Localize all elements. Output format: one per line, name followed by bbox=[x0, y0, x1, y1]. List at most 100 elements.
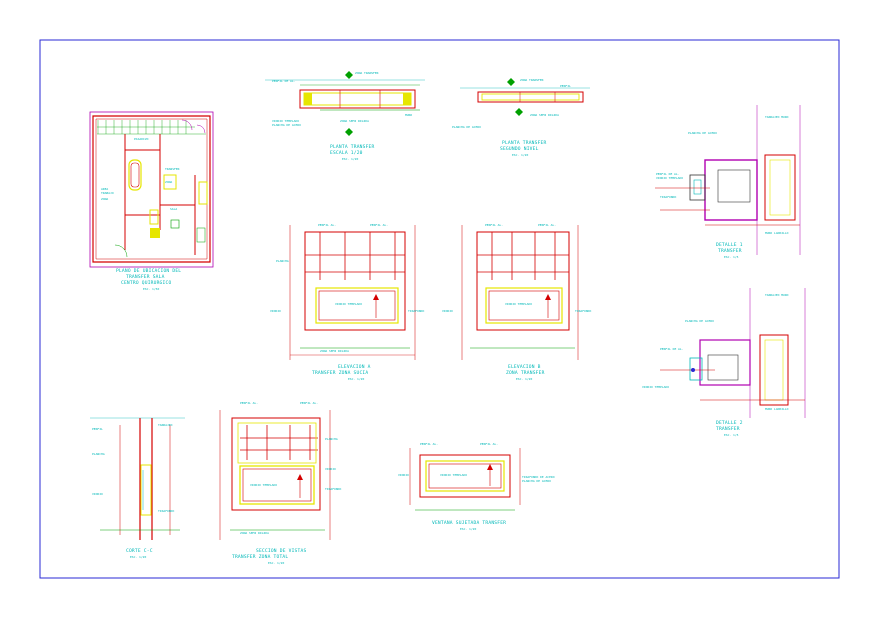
svg-text:VIDRIO: VIDRIO bbox=[92, 492, 103, 496]
svg-text:PLANCHA: PLANCHA bbox=[325, 437, 338, 441]
svg-text:PERFIL AL.: PERFIL AL. bbox=[300, 401, 318, 405]
svg-text:PLANCHA: PLANCHA bbox=[276, 259, 289, 263]
svg-text:PERFIL AL.: PERFIL AL. bbox=[480, 442, 498, 446]
svg-text:TARRAJEO MURO: TARRAJEO MURO bbox=[765, 115, 789, 119]
svg-text:TRANSFER: TRANSFER bbox=[165, 167, 180, 171]
svg-text:PERFIL: PERFIL bbox=[92, 427, 103, 431]
section-c-title: CORTE C-C bbox=[126, 548, 153, 554]
svg-text:ZONA: ZONA bbox=[165, 180, 172, 184]
window-transfer: PERFIL AL. PERFIL AL. VIDRIO TEMPLADO TI… bbox=[398, 442, 555, 531]
section-c-scale: ESC. 1/20 bbox=[130, 555, 146, 559]
plan-transfer-lower: ZONA TRANSFER PERFIL PLANCHA DE ACERO ZO… bbox=[452, 78, 590, 157]
svg-text:MURO: MURO bbox=[405, 113, 412, 117]
plan-lower-scale: ESC. 1/20 bbox=[512, 153, 528, 157]
svg-text:VIDRIO TEMPLADO: VIDRIO TEMPLADO bbox=[335, 302, 362, 306]
svg-text:VIDRIO: VIDRIO bbox=[270, 309, 281, 313]
detail-2-title-2: TRANSFER bbox=[716, 426, 740, 432]
svg-text:PLANCHA DE ACERO: PLANCHA DE ACERO bbox=[452, 125, 481, 129]
svg-text:VIDRIO TEMPLADO: VIDRIO TEMPLADO bbox=[272, 119, 299, 123]
svg-text:ZONA SEMI RIGIDA: ZONA SEMI RIGIDA bbox=[530, 113, 559, 117]
svg-text:PERFIL: PERFIL bbox=[560, 84, 571, 88]
detail-1-title-1: DETALLE 1 bbox=[716, 242, 743, 248]
svg-text:TIRAFONDO: TIRAFONDO bbox=[158, 509, 174, 513]
svg-text:PLANCHA DE ACERO: PLANCHA DE ACERO bbox=[272, 123, 301, 127]
svg-text:TRABAJO: TRABAJO bbox=[101, 191, 114, 195]
location-plan-title-1: PLANO DE UBICACION DEL bbox=[116, 268, 181, 274]
location-plan: AREA TRABAJO TRANSFER ZONA SALA PASADIZO… bbox=[89, 111, 214, 291]
window-transfer-scale: ESC. 1/20 bbox=[460, 527, 476, 531]
svg-text:ZONA SEMI RIGIDA: ZONA SEMI RIGIDA bbox=[240, 531, 269, 535]
svg-text:VIDRIO TEMPLADO: VIDRIO TEMPLADO bbox=[250, 483, 277, 487]
svg-text:TIRAFONDO: TIRAFONDO bbox=[325, 487, 341, 491]
elevation-b-title-2: ZONA TRANSFER bbox=[506, 370, 545, 376]
plan-upper-scale: ESC. 1/20 bbox=[342, 157, 358, 161]
svg-text:TIRAFONDO: TIRAFONDO bbox=[575, 309, 591, 313]
svg-text:AREA: AREA bbox=[101, 187, 108, 191]
detail-1-scale: ESC. 1/5 bbox=[724, 255, 739, 259]
svg-text:VIDRIO TEMPLADO: VIDRIO TEMPLADO bbox=[656, 176, 683, 180]
svg-text:MURO LADRILLO: MURO LADRILLO bbox=[765, 231, 789, 235]
svg-text:VIDRIO TEMPLADO: VIDRIO TEMPLADO bbox=[505, 302, 532, 306]
detail-1: PERFIL DE AL. VIDRIO TEMPLADO TIRAFONDO … bbox=[655, 105, 801, 259]
svg-text:ZONA SEMI RIGIDA: ZONA SEMI RIGIDA bbox=[340, 119, 369, 123]
svg-text:TARRAJEO MURO: TARRAJEO MURO bbox=[765, 293, 789, 297]
location-plan-title-2: TRANSFER SALA bbox=[126, 274, 165, 280]
elevation-b-title-1: ELEVACION B bbox=[508, 364, 541, 370]
svg-text:ZONA: ZONA bbox=[101, 197, 108, 201]
elevation-a: PERFIL AL. PERFIL AL. PLANCHA VIDRIO VID… bbox=[270, 223, 424, 381]
svg-text:PERFIL DE AL.: PERFIL DE AL. bbox=[656, 172, 680, 176]
elevation-a-title-2: TRANSFER ZONA SUCIA bbox=[312, 370, 368, 376]
plan-lower-title-2: SEGUNDO NIVEL bbox=[500, 146, 539, 152]
svg-text:PERFIL AL.: PERFIL AL. bbox=[240, 401, 258, 405]
detail-2: PERFIL DE AL. VIDRIO TEMPLADO PLANCHA DE… bbox=[642, 288, 806, 437]
location-plan-frame bbox=[89, 111, 214, 268]
sheet-border bbox=[39, 39, 840, 579]
svg-text:PERFIL AL.: PERFIL AL. bbox=[420, 442, 438, 446]
svg-text:PASADIZO: PASADIZO bbox=[134, 137, 149, 141]
detail-2-title-1: DETALLE 2 bbox=[716, 420, 743, 426]
plan-upper-title-2: ESCALA 1/20 bbox=[330, 150, 363, 156]
section-d-scale: ESC. 1/20 bbox=[268, 561, 284, 565]
location-plan-title-3: CENTRO QUIRURGICO bbox=[121, 280, 171, 286]
svg-text:ZONA TRANSFER: ZONA TRANSFER bbox=[520, 78, 544, 82]
svg-text:PERFIL AL.: PERFIL AL. bbox=[485, 223, 503, 227]
svg-text:TIRAFONDO DE ACERO: TIRAFONDO DE ACERO bbox=[522, 475, 555, 479]
svg-text:PERFIL AL.: PERFIL AL. bbox=[318, 223, 336, 227]
svg-text:TIRAFONDO: TIRAFONDO bbox=[408, 309, 424, 313]
plan-lower-title-1: PLANTA TRANSFER bbox=[502, 140, 547, 146]
svg-text:VIDRIO: VIDRIO bbox=[442, 309, 453, 313]
svg-text:VIDRIO TEMPLADO: VIDRIO TEMPLADO bbox=[440, 473, 467, 477]
svg-text:PERFIL DE AL.: PERFIL DE AL. bbox=[660, 347, 684, 351]
svg-text:PLANCHA: PLANCHA bbox=[92, 452, 105, 456]
svg-text:PLANCHA DE ACERO: PLANCHA DE ACERO bbox=[685, 319, 714, 323]
svg-text:PLANCHA DE ACERO: PLANCHA DE ACERO bbox=[522, 479, 551, 483]
svg-text:ZONA TRANSFER: ZONA TRANSFER bbox=[355, 71, 379, 75]
svg-text:TARRAJEO: TARRAJEO bbox=[158, 423, 173, 427]
location-plan-scale: ESC. 1/50 bbox=[143, 287, 159, 291]
svg-text:ZONA SEMI RIGIDA: ZONA SEMI RIGIDA bbox=[320, 349, 349, 353]
section-d: PERFIL AL. PERFIL AL. PLANCHA VIDRIO TIR… bbox=[219, 401, 341, 565]
svg-text:MURO LADRILLO: MURO LADRILLO bbox=[765, 407, 789, 411]
svg-text:VIDRIO: VIDRIO bbox=[325, 467, 336, 471]
svg-text:SALA: SALA bbox=[170, 207, 177, 211]
elevation-b: PERFIL AL. PERFIL AL. VIDRIO VIDRIO TEMP… bbox=[442, 223, 591, 381]
svg-text:VIDRIO TEMPLADO: VIDRIO TEMPLADO bbox=[642, 385, 669, 389]
svg-text:PERFIL DE AL.: PERFIL DE AL. bbox=[272, 79, 296, 83]
window-transfer-title: VENTANA SUJETADA TRANSFER bbox=[432, 520, 506, 526]
elevation-a-scale: ESC. 1/20 bbox=[348, 377, 364, 381]
detail-2-scale: ESC. 1/5 bbox=[724, 433, 739, 437]
elevation-b-scale: ESC. 1/20 bbox=[516, 377, 532, 381]
detail-1-title-2: TRANSFER bbox=[718, 248, 742, 254]
section-c: PERFIL TARRAJEO PLANCHA VIDRIO TIRAFONDO… bbox=[90, 417, 185, 559]
svg-text:PERFIL AL.: PERFIL AL. bbox=[538, 223, 556, 227]
svg-text:PLANCHA DE ACERO: PLANCHA DE ACERO bbox=[688, 131, 717, 135]
plan-upper-title-1: PLANTA TRANSFER bbox=[330, 144, 375, 150]
elevation-a-title-1: ELEVACION A bbox=[338, 364, 371, 370]
plan-transfer-upper: ZONA TRANSFER PERFIL DE AL. VIDRIO TEMPL… bbox=[265, 71, 425, 161]
section-d-title-2: TRANSFER ZONA TOTAL bbox=[232, 554, 288, 560]
svg-text:TIRAFONDO: TIRAFONDO bbox=[660, 195, 676, 199]
svg-text:VIDRIO: VIDRIO bbox=[398, 473, 409, 477]
svg-text:PERFIL AL.: PERFIL AL. bbox=[370, 223, 388, 227]
section-d-title-1: SECCION DE VISTAS bbox=[256, 548, 306, 554]
